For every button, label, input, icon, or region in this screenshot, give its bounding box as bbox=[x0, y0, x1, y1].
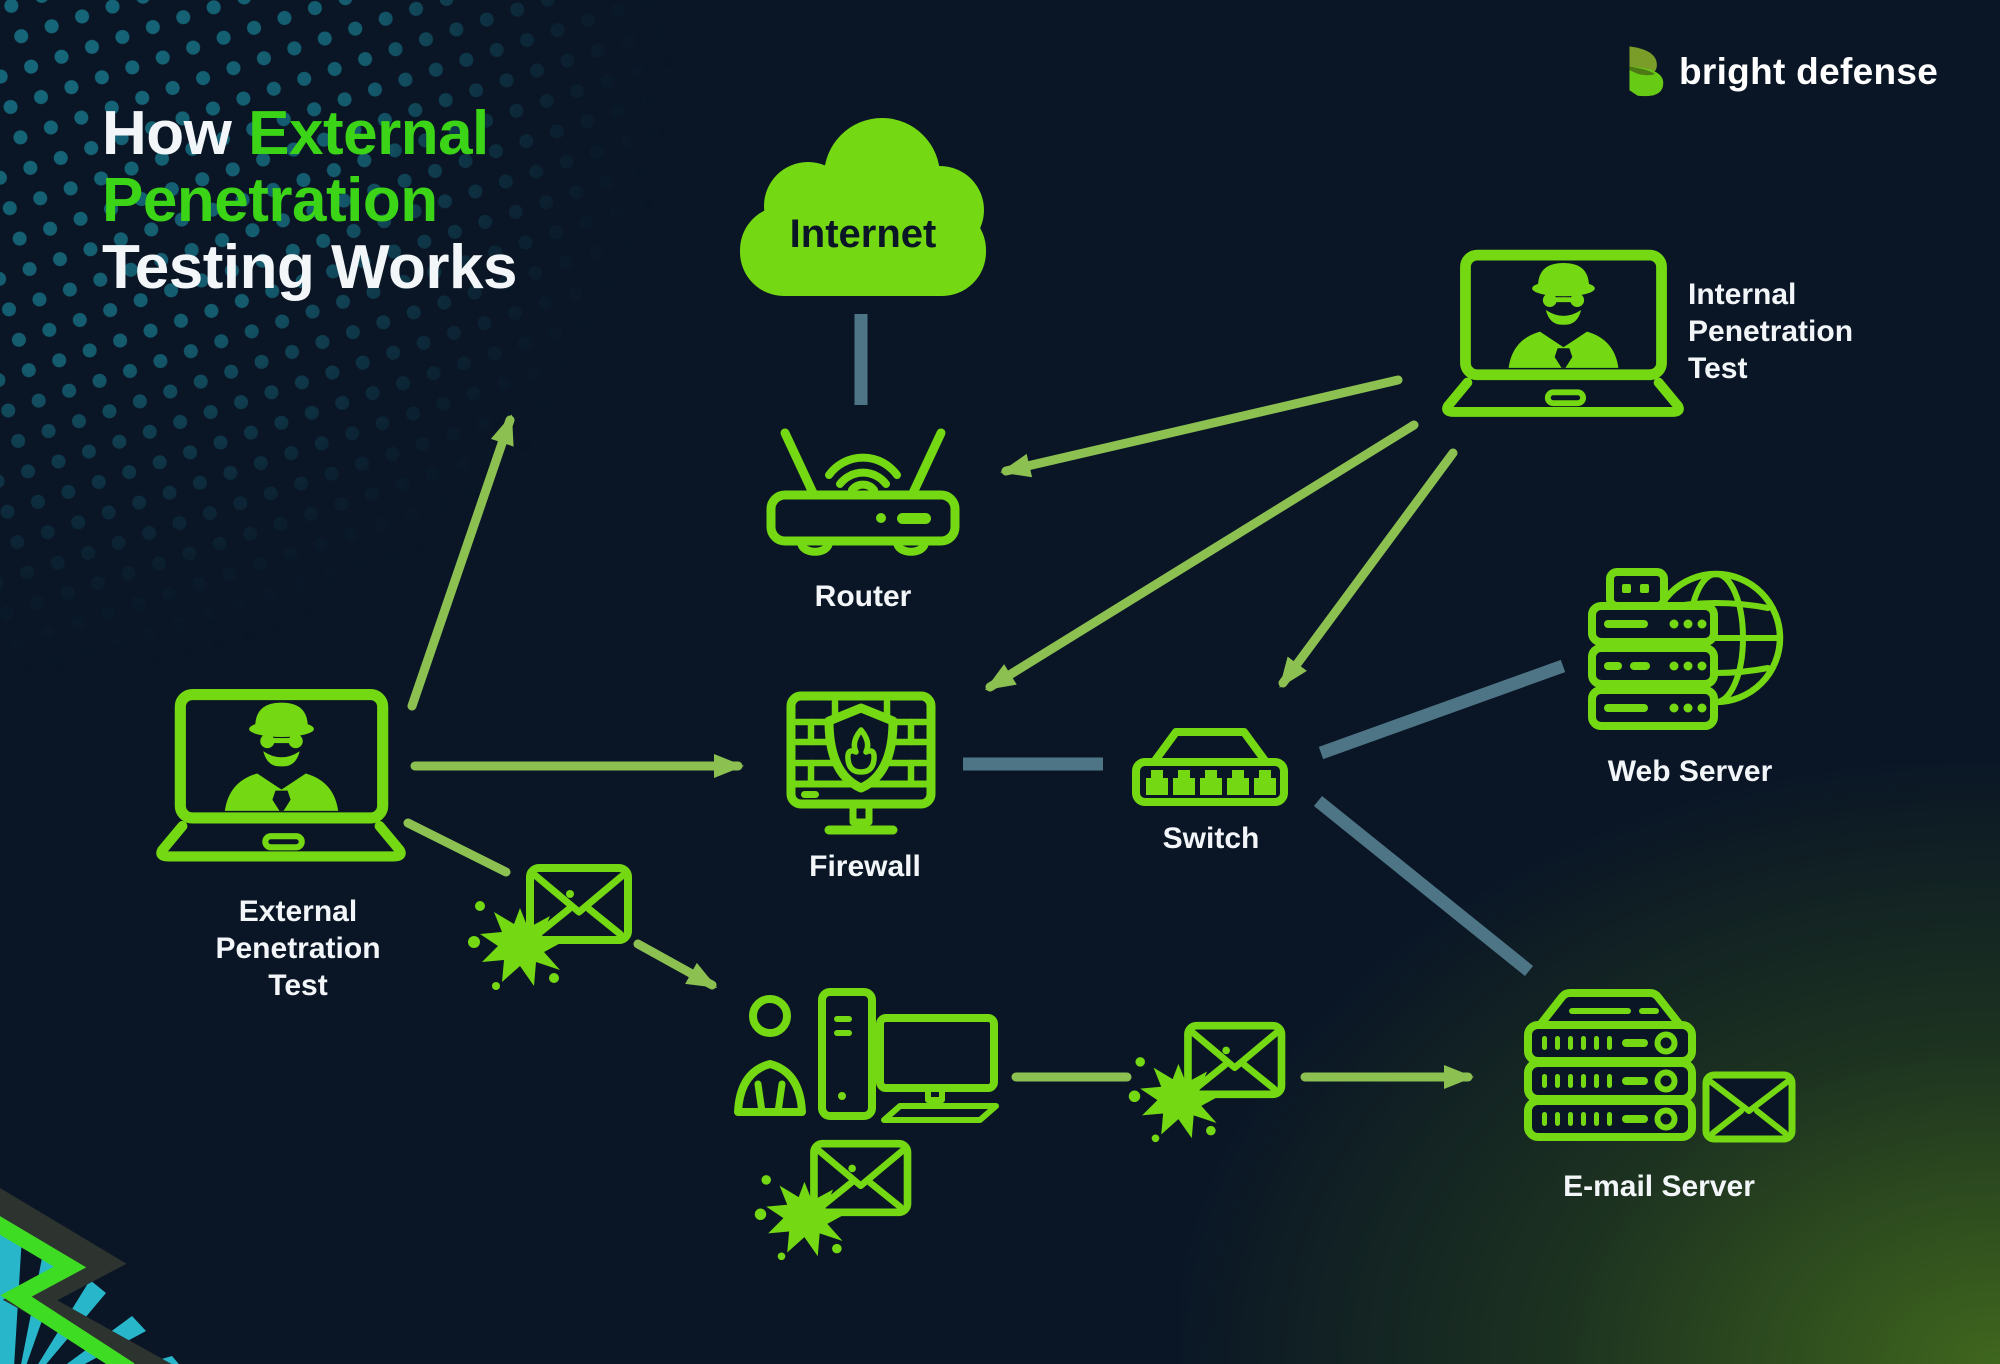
arrow-external-to-malware bbox=[403, 818, 511, 877]
envelope-icon bbox=[1702, 1071, 1796, 1143]
malware-email-icon bbox=[1128, 1021, 1286, 1143]
zigzag-shadow-decor bbox=[0, 1188, 172, 1364]
link-switch-webserver bbox=[1318, 659, 1566, 760]
zigzag-decor bbox=[0, 1216, 135, 1364]
web-server-label: Web Server bbox=[1607, 755, 1773, 788]
brand-name: bright defense bbox=[1679, 51, 1939, 92]
user-workstation-icon bbox=[734, 988, 999, 1123]
router-icon bbox=[766, 428, 960, 556]
firewall-label: Firewall bbox=[809, 850, 921, 883]
firewall-icon bbox=[786, 691, 936, 835]
link-switch-emailserver bbox=[1313, 795, 1534, 977]
web-server-globe-icon bbox=[1588, 568, 1784, 730]
spy-icon bbox=[1508, 262, 1619, 368]
switch-label: Switch bbox=[1162, 822, 1260, 855]
arrow-malware-to-workstation bbox=[633, 939, 718, 990]
halftone-dots-decor bbox=[0, 0, 680, 760]
internet-label: Internet bbox=[789, 212, 937, 256]
arrow-external-to-internet bbox=[407, 414, 515, 711]
router-label: Router bbox=[814, 580, 912, 613]
switch-icon bbox=[1132, 728, 1288, 806]
arrow-internal-to-firewall bbox=[984, 420, 1419, 692]
cloud-icon bbox=[740, 118, 986, 296]
hacker-laptop-icon bbox=[1442, 249, 1684, 417]
page-title: How External Penetration Testing Works bbox=[102, 100, 517, 301]
title-words-testing-works: Testing Works bbox=[102, 233, 517, 302]
external-pentest-label: External Penetration Test bbox=[215, 895, 381, 1002]
bright-defense-logo-icon bbox=[1629, 46, 1664, 97]
spy-icon bbox=[224, 702, 339, 811]
hacker-laptop-icon bbox=[156, 688, 406, 862]
title-word-how: How bbox=[102, 99, 249, 168]
arrow-internal-to-switch bbox=[1278, 448, 1458, 688]
title-word-penetration: Penetration bbox=[102, 166, 438, 235]
email-server-label: E-mail Server bbox=[1563, 1170, 1755, 1203]
arrow-internal-to-router bbox=[1000, 375, 1403, 478]
brand-logo: bright defense bbox=[1624, 44, 1938, 100]
internal-pentest-label: Internal Penetration Test bbox=[1688, 278, 1854, 385]
malware-email-icon bbox=[754, 1139, 912, 1261]
email-server-icon bbox=[1524, 989, 1796, 1143]
title-word-external: External bbox=[248, 99, 489, 168]
malware-email-icon bbox=[468, 864, 632, 990]
